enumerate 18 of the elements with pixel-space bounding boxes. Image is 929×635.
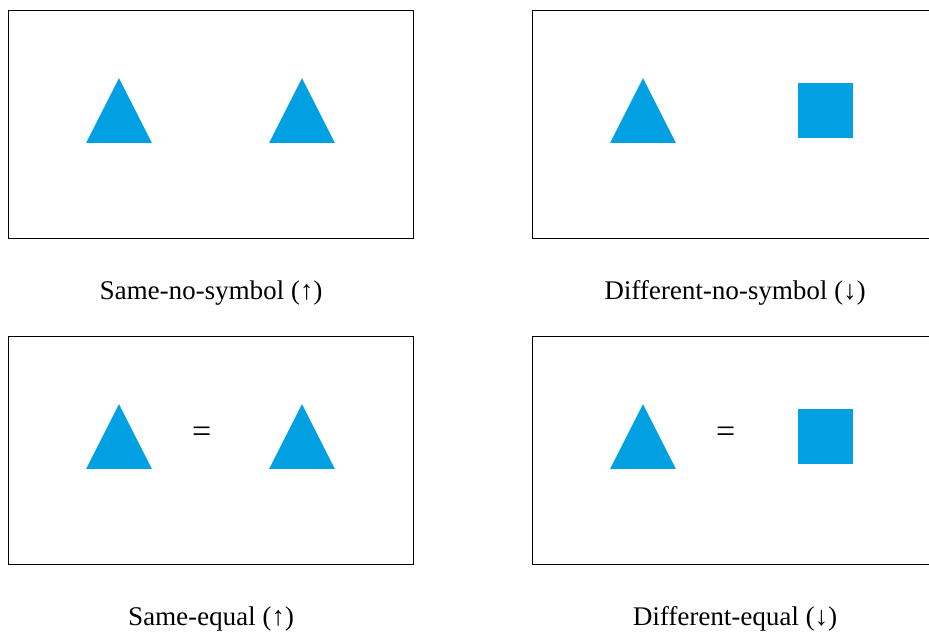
panel-frame [532,10,929,239]
triangle-icon [610,78,676,143]
square-icon [798,409,853,464]
panel-frame [8,336,414,565]
panel-caption: Same-no-symbol (↑) [98,275,324,306]
panel-caption: Different-equal (↓) [632,601,838,632]
panel-frame [8,10,414,239]
triangle-icon [269,78,335,143]
square-icon [798,83,853,138]
triangle-icon [86,404,152,469]
triangle-icon [269,404,335,469]
panel-frame [532,336,929,565]
triangle-icon [610,404,676,469]
equals-sign: = [192,415,212,449]
triangle-icon [86,78,152,143]
panel-caption: Different-no-symbol (↓) [603,275,867,306]
panel-caption: Same-equal (↑) [127,601,295,632]
equals-sign: = [716,415,736,449]
